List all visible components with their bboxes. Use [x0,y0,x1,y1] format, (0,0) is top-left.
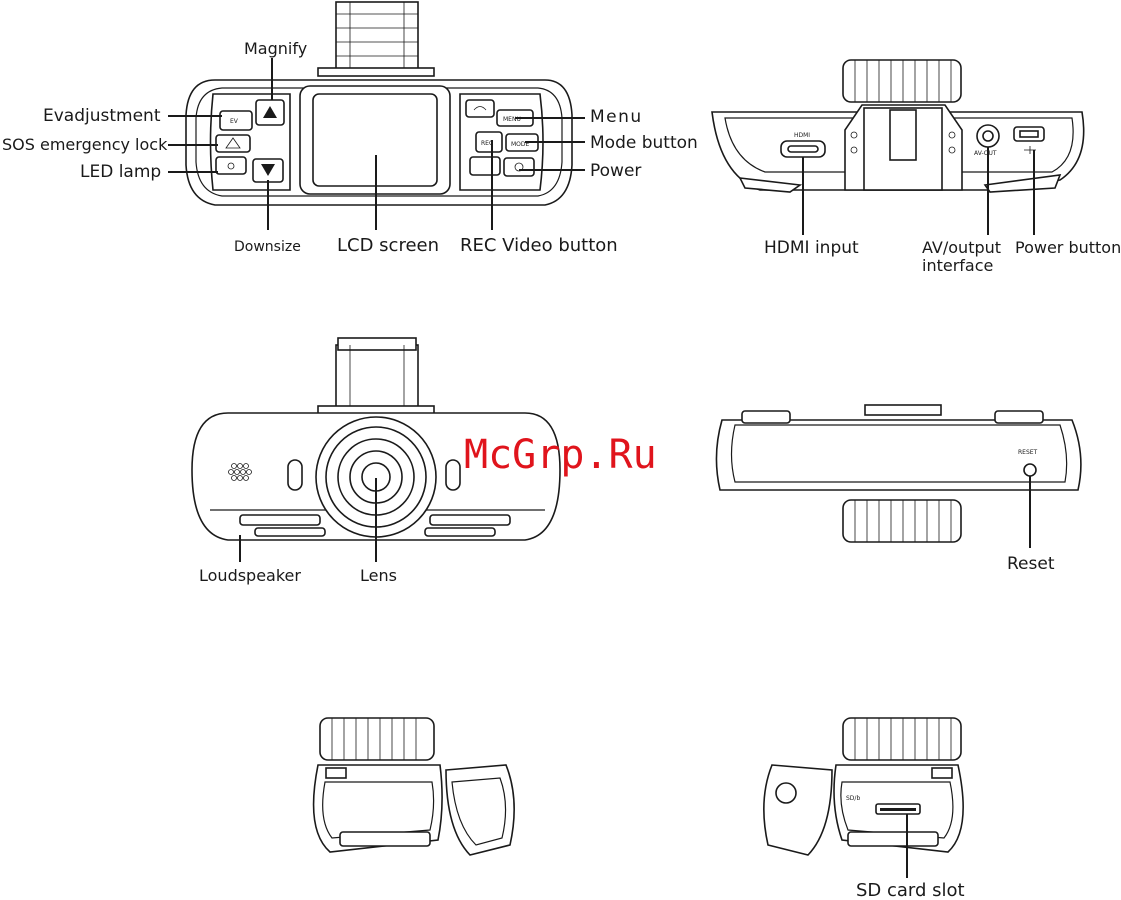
sos-lock-label: SOS emergency lock [2,135,168,154]
unmarked-button[interactable] [470,157,500,175]
ev-adjustment-label: Evadjustment [43,106,161,126]
power-button[interactable] [504,158,534,176]
reset-button-text: RESET [1018,449,1038,456]
magnify-label: Magnify [244,39,307,58]
led-lamp-label: LED lamp [80,162,161,182]
lens-label: Lens [360,566,397,585]
power-button-label: Power button [1015,238,1121,257]
right-side-view: SD/b SD card slot [764,718,965,900]
menu-label: Menu [590,107,643,127]
left-side-view [314,718,515,855]
left-side-body [314,765,443,852]
top-mount [845,105,962,190]
right-side-mount [764,765,832,855]
hdmi-input-label: HDMI input [764,238,859,258]
sd-card-slot-label: SD card slot [856,880,965,900]
sd-slot-text: SD/b [846,795,860,802]
av-output-label-line2: interface [922,256,993,275]
power-label: Power [590,161,641,181]
left-side-mount [446,765,514,855]
top-lens-ring [843,60,961,102]
bottom-view: RESET Reset [716,405,1080,574]
front-view: EV MENU REC MODE [2,2,698,256]
led-lamp-button[interactable] [216,157,246,174]
top-view: HDMI AV-OUT HDMI input AV/output interfa… [712,60,1121,275]
front-mount [318,2,434,76]
rear-mount [318,338,434,414]
rec-video-label: REC Video button [460,235,618,256]
right-lens-ring [843,718,961,760]
reset-label: Reset [1007,554,1055,574]
left-button-cluster: EV [211,94,291,190]
back-button[interactable] [466,100,494,117]
mode-button-label: Mode button [590,133,698,153]
av-out-port-text: AV-OUT [974,150,997,157]
ev-button-text: EV [230,118,239,125]
hdmi-port-text: HDMI [794,132,810,139]
bottom-body [716,405,1080,490]
watermark: McGrp.Ru [464,432,657,478]
lcd-screen-label: LCD screen [337,235,439,256]
downsize-label: Downsize [234,239,301,255]
bottom-lens-ring [843,500,961,542]
av-output-label-line1: AV/output [922,238,1001,257]
left-lens-ring [320,718,434,760]
loudspeaker-label: Loudspeaker [199,566,301,585]
